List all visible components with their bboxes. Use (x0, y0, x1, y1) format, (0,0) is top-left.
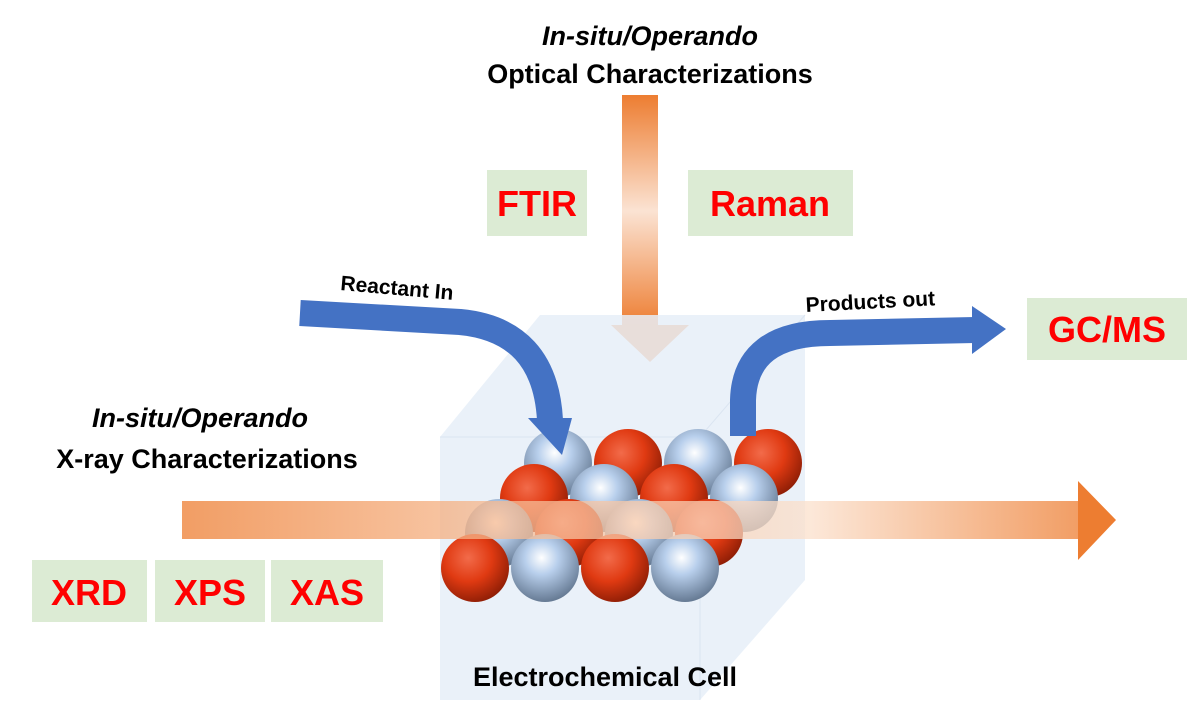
reactant-in-label: Reactant In (340, 272, 455, 305)
xray-title-line1: In-situ/Operando (92, 403, 308, 433)
blue-atom (651, 534, 719, 602)
optical-title-line1: In-situ/Operando (542, 21, 758, 51)
xray-beam-arrow (182, 481, 1116, 560)
cell-label: Electrochemical Cell (473, 662, 737, 692)
gcms-label: GC/MS (1048, 309, 1166, 350)
technique-raman: Raman (688, 170, 853, 236)
ftir-label: FTIR (497, 183, 577, 224)
technique-xps: XPS (155, 560, 265, 622)
products-out-label: Products out (805, 287, 936, 317)
red-atom (581, 534, 649, 602)
technique-xas: XAS (271, 560, 383, 622)
optical-title-line2: Optical Characterizations (487, 59, 813, 89)
xrd-label: XRD (51, 572, 127, 613)
technique-xrd: XRD (32, 560, 147, 622)
red-atom (441, 534, 509, 602)
xas-label: XAS (290, 572, 364, 613)
products-out-arrow (730, 306, 1006, 436)
xps-label: XPS (174, 572, 246, 613)
technique-ftir: FTIR (487, 170, 587, 236)
xray-title-line2: X-ray Characterizations (56, 444, 358, 474)
technique-gcms: GC/MS (1027, 298, 1187, 360)
raman-label: Raman (710, 183, 830, 224)
blue-atom (511, 534, 579, 602)
reactant-in-arrow (299, 300, 572, 455)
